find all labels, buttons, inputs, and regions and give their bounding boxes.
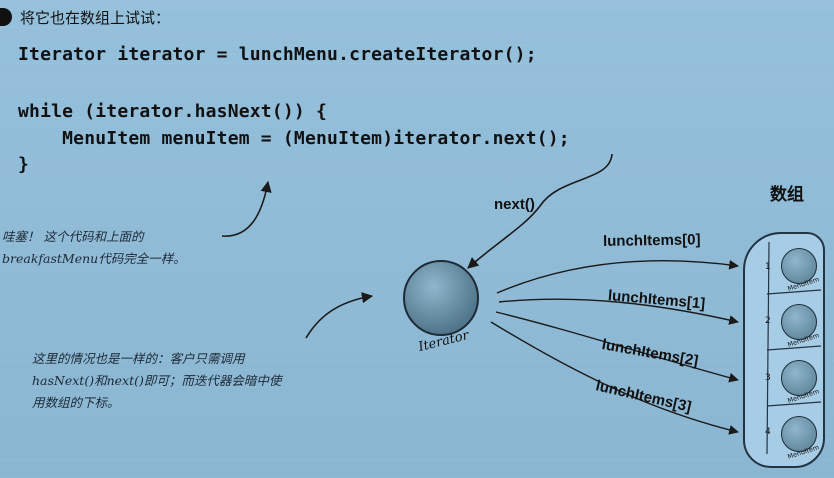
code-line-2: while (iterator.hasNext()) { bbox=[18, 101, 328, 122]
wow-note-line-1: 哇塞！ 这个代码和上面的 bbox=[2, 229, 144, 244]
item-arrow-2 bbox=[495, 311, 739, 383]
menu-item-circle bbox=[781, 416, 817, 452]
same-note-arrow bbox=[305, 292, 374, 339]
item-arrow-0 bbox=[496, 259, 739, 294]
wow-note-arrow bbox=[221, 180, 272, 237]
same-note-line-3: 用数组的下标。 bbox=[32, 395, 120, 410]
wow-note-line-2: breakfastMenu代码完全一样。 bbox=[2, 251, 186, 266]
item-arrow-3 bbox=[490, 321, 739, 435]
section-heading: 将它也在数组上试试： bbox=[0, 6, 170, 28]
code-line-3: MenuItem menuItem = (MenuItem)iterator.n… bbox=[18, 128, 570, 149]
item-arrow-1 bbox=[498, 298, 739, 325]
array-title: 数组 bbox=[770, 185, 804, 205]
heading-text: 将它也在数组上试试： bbox=[20, 8, 171, 27]
array-box: 1 MenuItem 2 MenuItem 3 MenuItem 4 MenuI… bbox=[743, 232, 825, 468]
code-line-1: Iterator iterator = lunchMenu.createIter… bbox=[18, 44, 537, 65]
slot-number: 4 bbox=[765, 427, 771, 437]
bullet-icon bbox=[0, 8, 12, 26]
same-note-line-2: hasNext()和next()即可；而迭代器会暗中使 bbox=[32, 373, 282, 388]
item-label-0: lunchItems[0] bbox=[602, 231, 701, 250]
menu-item-circle bbox=[781, 304, 817, 340]
wow-note: 哇塞！ 这个代码和上面的 breakfastMenu代码完全一样。 bbox=[2, 226, 186, 270]
next-label: next() bbox=[494, 196, 535, 213]
iterator-circle bbox=[403, 260, 479, 336]
same-note: 这里的情况也是一样的：客户只需调用 hasNext()和next()即可；而迭代… bbox=[32, 348, 281, 414]
menu-item-circle bbox=[781, 360, 817, 396]
slot-dividers bbox=[766, 241, 821, 455]
next-arrow bbox=[467, 153, 613, 269]
code-line-4: } bbox=[18, 154, 30, 175]
slot-number: 1 bbox=[765, 262, 771, 272]
same-note-line-1: 这里的情况也是一样的：客户只需调用 bbox=[32, 351, 245, 366]
menu-item-circle bbox=[781, 248, 817, 284]
